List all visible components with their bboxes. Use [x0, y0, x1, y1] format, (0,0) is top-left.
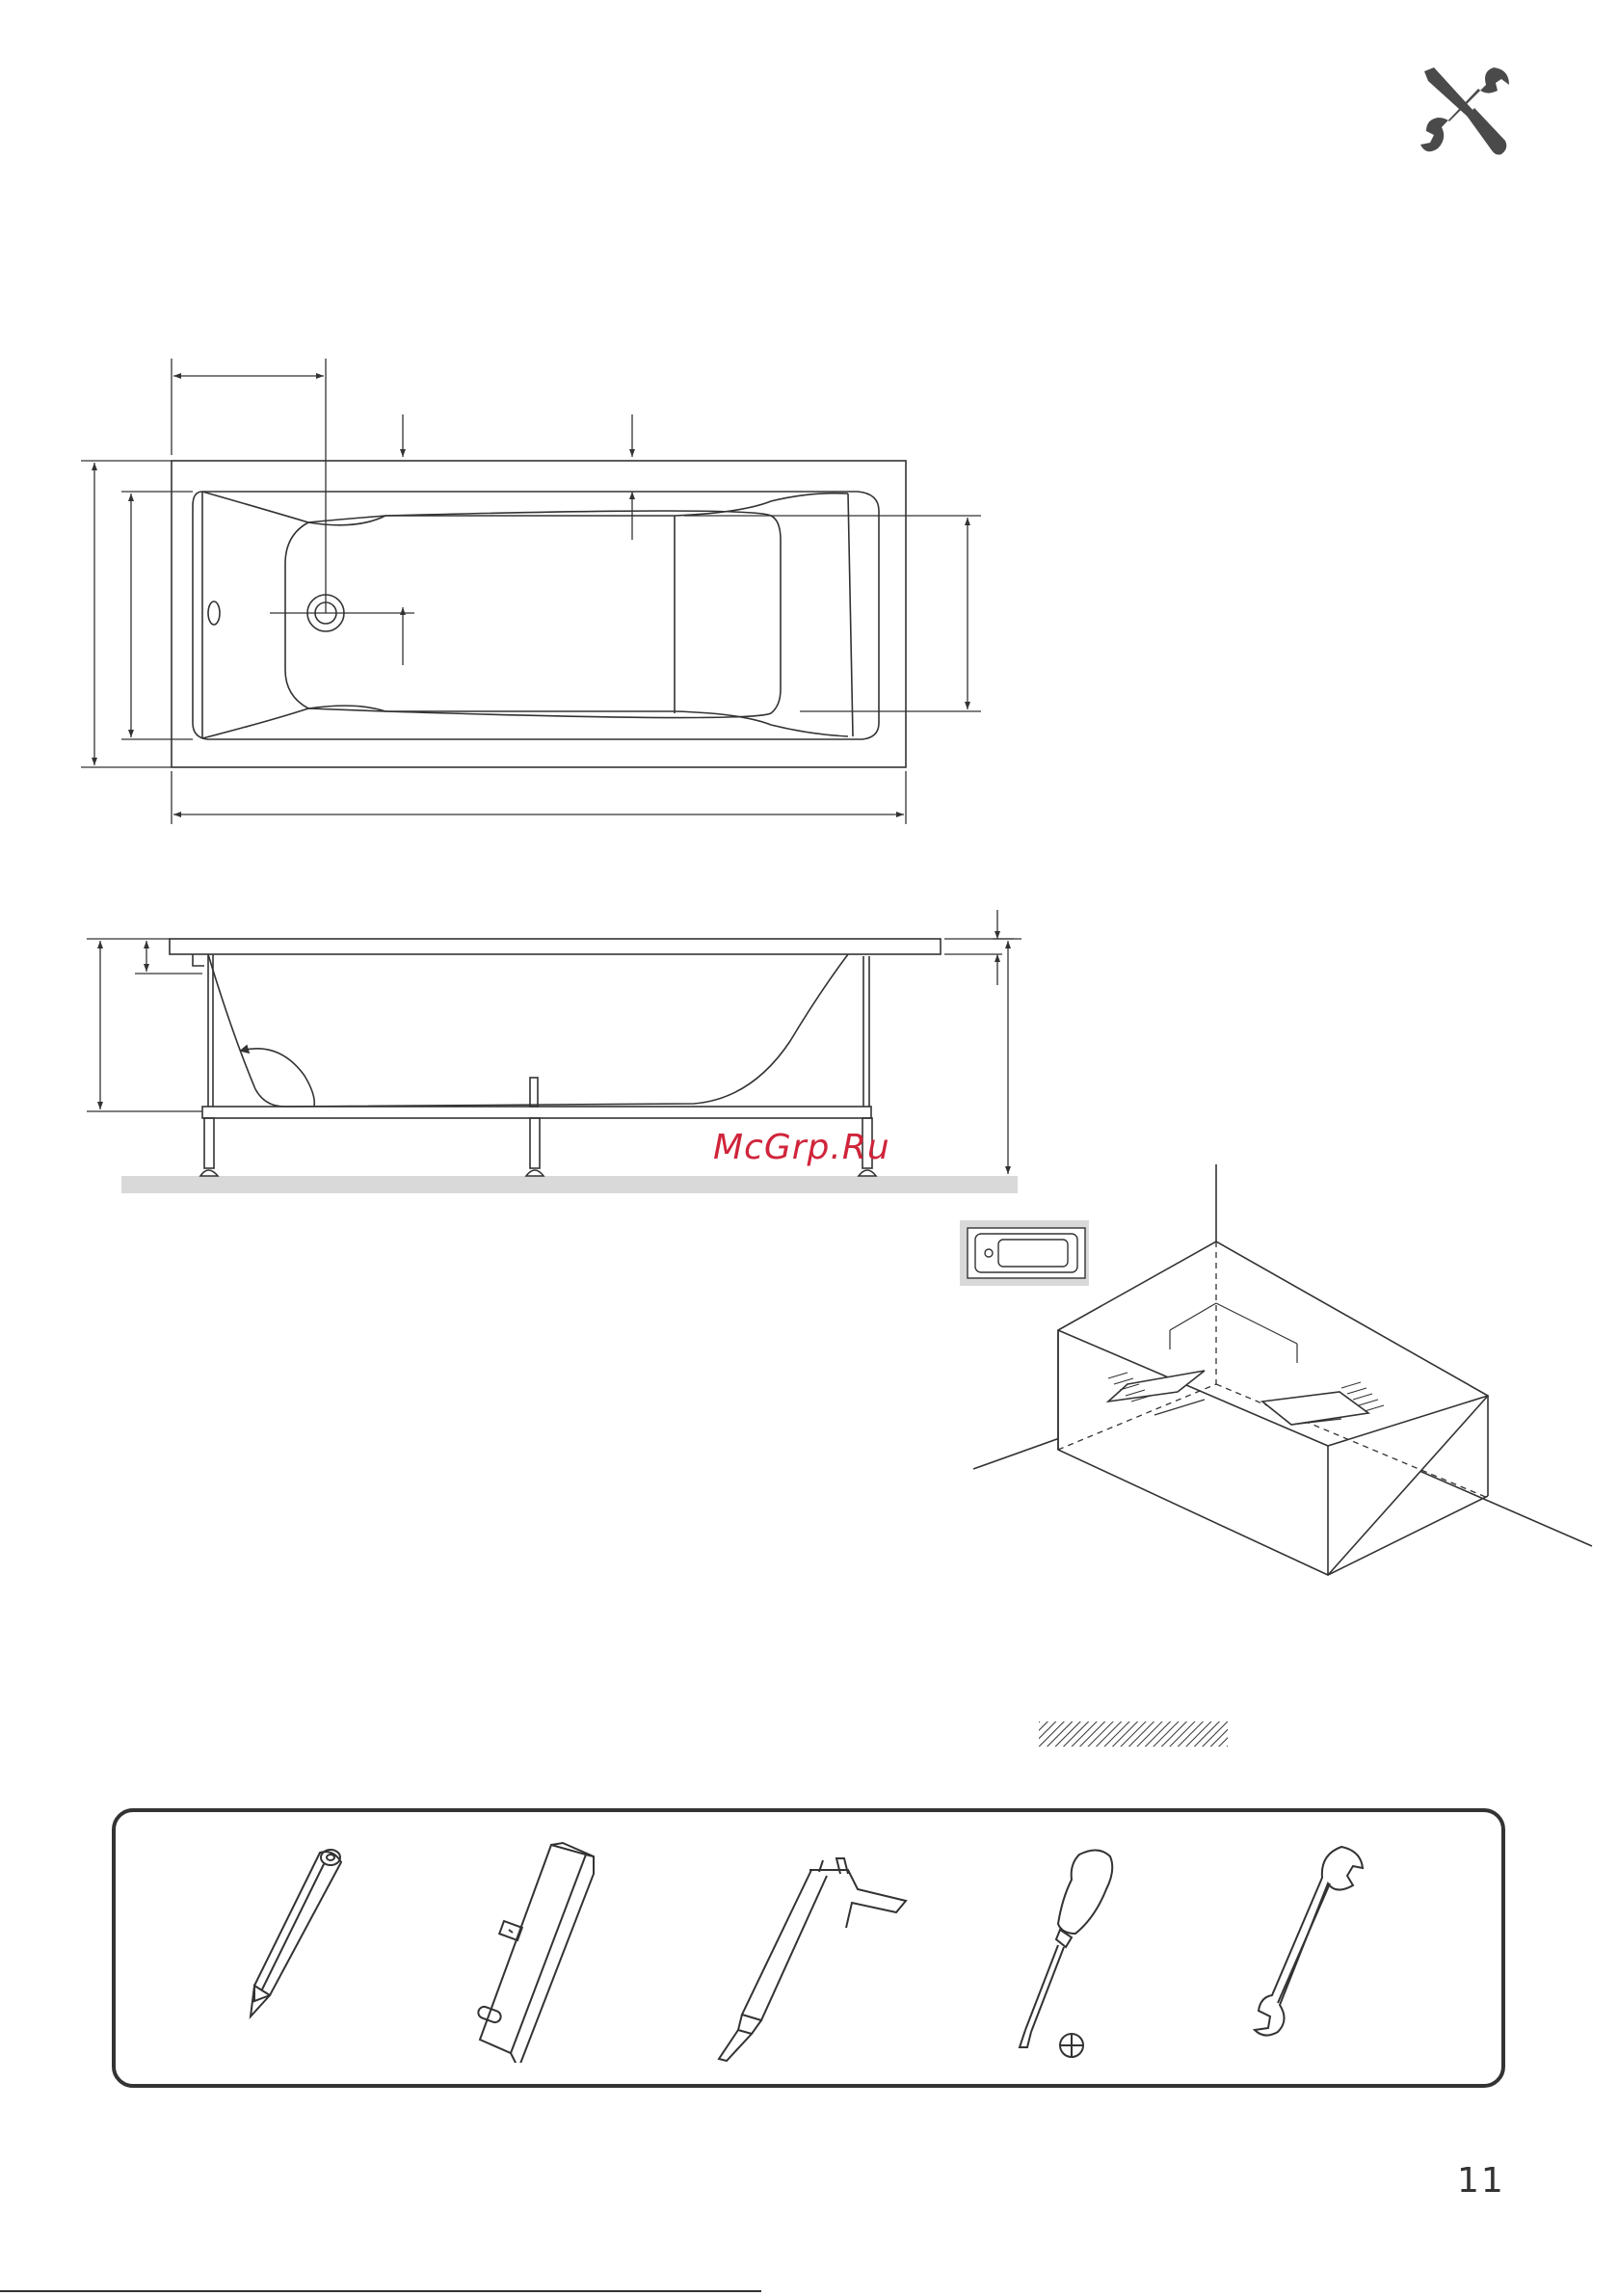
bathtub-top-view-drawing [67, 347, 993, 829]
spirit-level-icon [451, 1841, 605, 2063]
wrench-icon [1249, 1841, 1374, 2063]
hatch-pattern-icon [1039, 1722, 1228, 1747]
floor-shape [121, 1176, 1018, 1193]
tools-crossed-icon [1417, 64, 1513, 160]
pencil-icon [241, 1841, 357, 2034]
watermark-text: McGrp.Ru [713, 1128, 890, 1167]
sealant-gun-icon [713, 1841, 925, 2063]
page-number: 11 [1457, 2161, 1534, 2201]
bathtub-installation-diagram [964, 1161, 1600, 1585]
bottom-rule [0, 2290, 761, 2292]
screwdriver-icon [1002, 1841, 1137, 2063]
height-dimension-line [993, 933, 1021, 1184]
tools-panel [112, 1808, 1505, 2088]
